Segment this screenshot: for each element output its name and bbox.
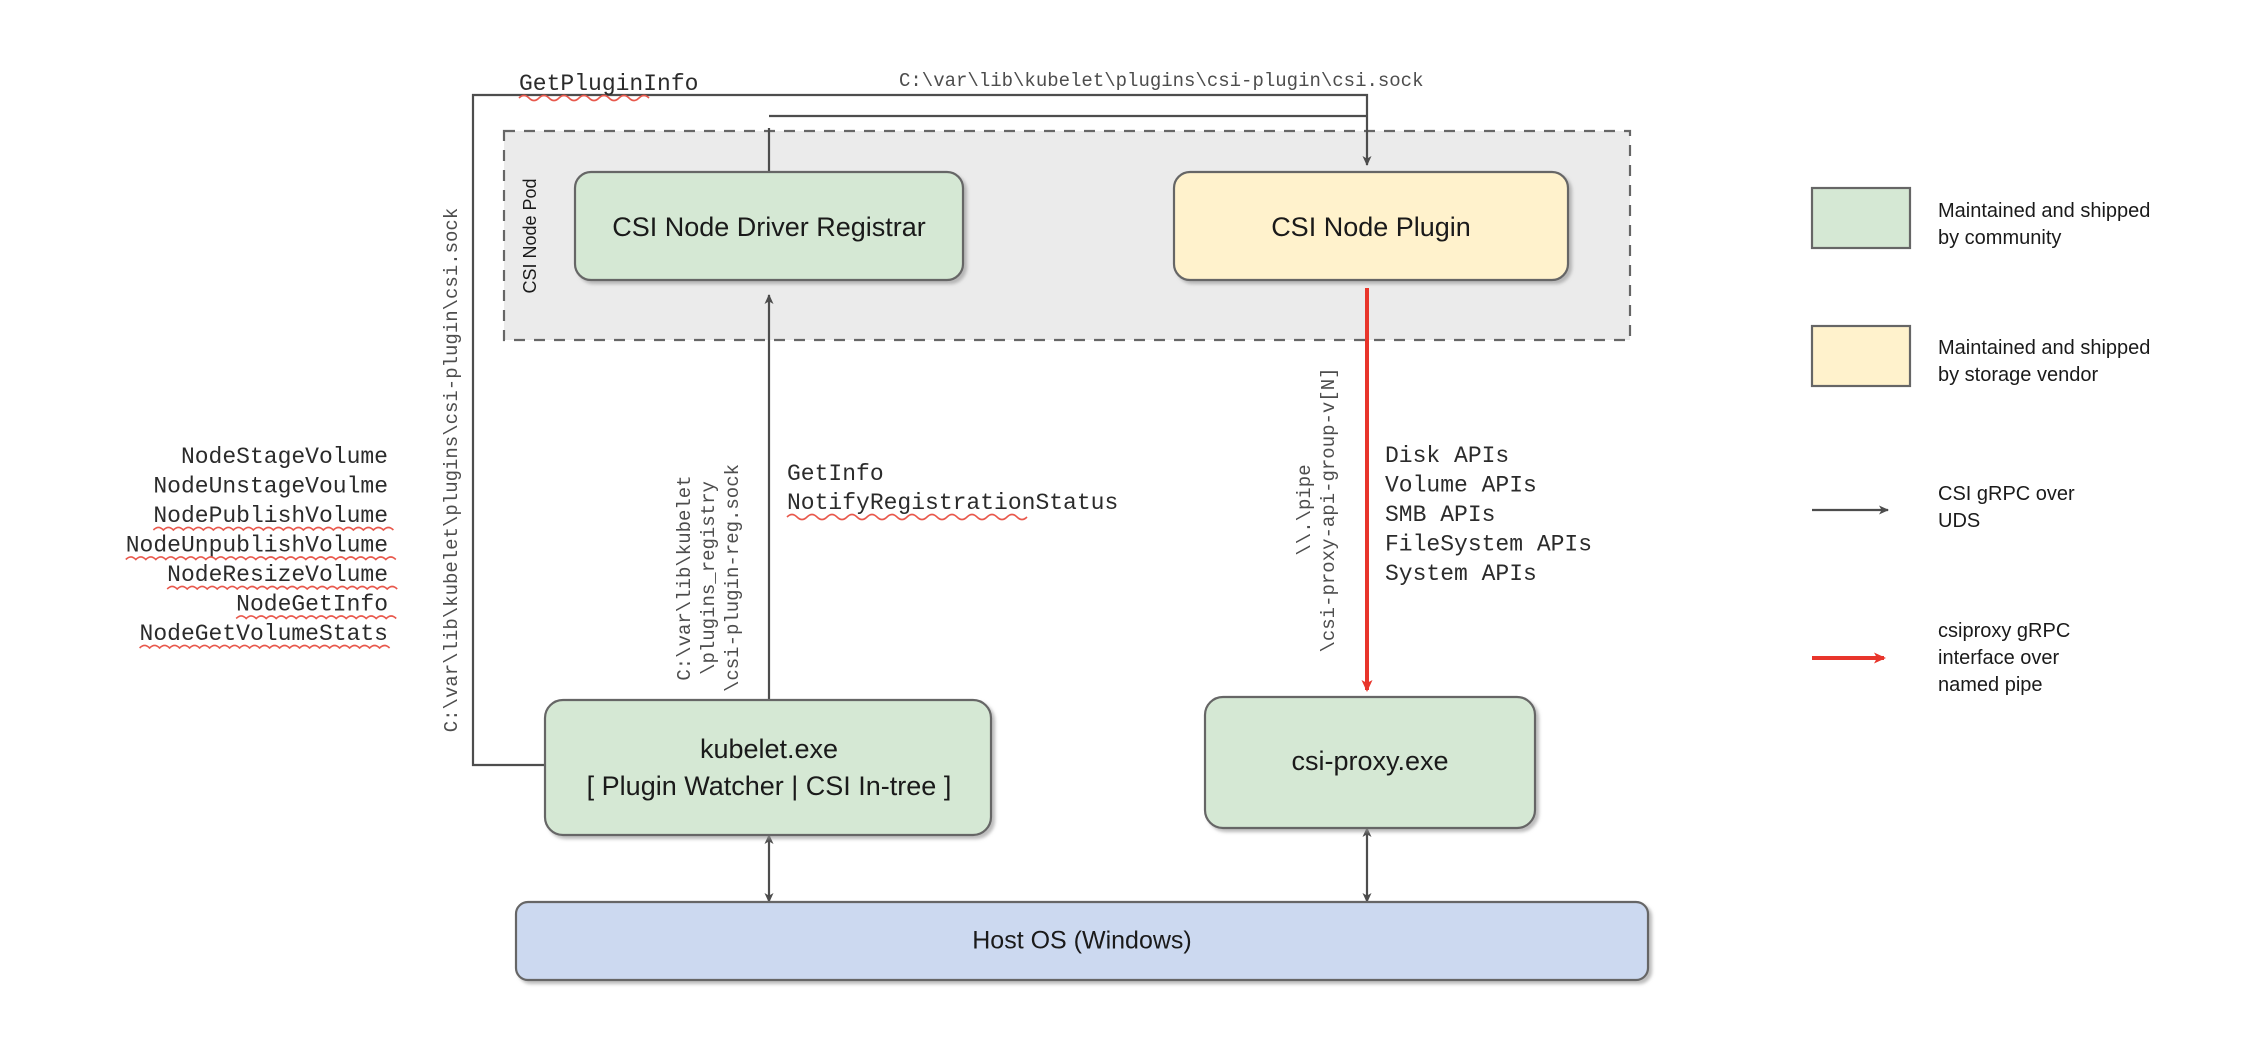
- legend-community-line1: Maintained and shipped: [1938, 200, 2150, 222]
- node-service-call-item: NodeStageVolume: [181, 444, 388, 470]
- registrar-label: CSI Node Driver Registrar: [612, 212, 926, 242]
- node-host-os[interactable]: [514, 900, 1650, 982]
- node-service-call-item: NodeResizeVolume: [167, 562, 388, 588]
- legend-swatch-community: [1810, 186, 1912, 250]
- legend: Maintained and shipped by community Main…: [1810, 186, 2150, 696]
- node-service-call-item: NodeGetInfo: [236, 592, 388, 618]
- spellcheck-underline: [152, 526, 394, 532]
- node-kubelet[interactable]: [543, 698, 993, 837]
- notify-spellcheck-underline: [786, 513, 1028, 521]
- connector-getplugininfo: [471, 93, 1372, 767]
- annotation-registry-path: C:\var\lib\kubelet \plugins_registry \cs…: [674, 464, 744, 692]
- node-service-call-item: NodeUnstageVoulme: [153, 474, 388, 500]
- api-group-item: SMB APIs: [1385, 502, 1495, 528]
- pipe-path-line-2: \csi-proxy-api-group-v[N]: [1318, 367, 1340, 652]
- registry-path-line-3: \csi-plugin-reg.sock: [722, 464, 744, 692]
- legend-vendor-line2: by storage vendor: [1938, 364, 2098, 386]
- registry-path-line-2: \plugins_registry: [698, 481, 720, 675]
- spellcheck-underline: [139, 644, 391, 650]
- annotation-getinfo-notify: GetInfo NotifyRegistrationStatus: [786, 461, 1118, 521]
- host-os-label: Host OS (Windows): [972, 927, 1191, 955]
- legend-community-line2: by community: [1938, 227, 2061, 249]
- legend-csiproxy-line1: csiproxy gRPC: [1938, 620, 2070, 642]
- pipe-path-line-1: \\.\pipe: [1294, 464, 1316, 555]
- api-group-item: Disk APIs: [1385, 443, 1509, 469]
- node-csi-node-driver-registrar[interactable]: [573, 170, 965, 282]
- kubelet-label-line1: kubelet.exe: [700, 734, 838, 764]
- node-service-call-item: NodeGetVolumeStats: [140, 621, 388, 647]
- csi-proxy-box[interactable]: [1203, 695, 1537, 830]
- api-group-item: System APIs: [1385, 561, 1537, 587]
- getplugininfo-text: GetPluginInfo: [519, 71, 698, 97]
- csi-sock-left-path: C:\var\lib\kubelet\plugins\csi-plugin\cs…: [441, 208, 463, 733]
- node-plugin-box[interactable]: [1172, 170, 1570, 282]
- registrar-box[interactable]: [573, 170, 965, 282]
- api-group-item: Volume APIs: [1385, 473, 1537, 499]
- legend-csiproxy-line3: named pipe: [1938, 674, 2043, 696]
- spellcheck-underline: [235, 615, 397, 620]
- csi-proxy-label: csi-proxy.exe: [1291, 746, 1448, 776]
- notifyregistrationstatus-text: NotifyRegistrationStatus: [787, 490, 1118, 516]
- node-service-calls-list: NodeStageVolumeNodeUnstageVoulmeNodePubl…: [125, 444, 398, 650]
- node-csi-node-plugin[interactable]: [1172, 170, 1570, 282]
- spellcheck-underline: [166, 585, 398, 591]
- legend-csiproxy-line2: interface over: [1938, 647, 2060, 669]
- registry-path-line-1: C:\var\lib\kubelet: [674, 475, 696, 680]
- getinfo-text: GetInfo: [787, 461, 884, 487]
- kubelet-label-line2: [ Plugin Watcher | CSI In-tree ]: [587, 771, 952, 801]
- spellcheck-underline: [125, 556, 397, 561]
- api-group-item: FileSystem APIs: [1385, 532, 1592, 558]
- annotation-pipe-path: \\.\pipe \csi-proxy-api-group-v[N]: [1294, 367, 1340, 652]
- getplugininfo-path: [471, 93, 1372, 767]
- legend-uds-line2: UDS: [1938, 510, 1980, 532]
- getplugininfo-spellcheck-underline: [518, 94, 650, 102]
- host-os-box[interactable]: [514, 900, 1650, 982]
- legend-uds-line1: CSI gRPC over: [1938, 483, 2075, 505]
- pod-label: CSI Node Pod: [520, 178, 540, 293]
- node-plugin-label: CSI Node Plugin: [1271, 212, 1471, 242]
- node-service-call-item: NodePublishVolume: [153, 503, 388, 529]
- node-service-call-item: NodeUnpublishVolume: [126, 533, 388, 559]
- kubelet-box[interactable]: [543, 698, 993, 837]
- node-csi-proxy[interactable]: [1203, 695, 1537, 830]
- legend-vendor-line1: Maintained and shipped: [1938, 337, 2150, 359]
- annotation-getplugininfo: GetPluginInfo: [518, 71, 698, 102]
- legend-swatch-vendor: [1810, 324, 1912, 388]
- csi-sock-top-path: C:\var\lib\kubelet\plugins\csi-plugin\cs…: [899, 70, 1424, 92]
